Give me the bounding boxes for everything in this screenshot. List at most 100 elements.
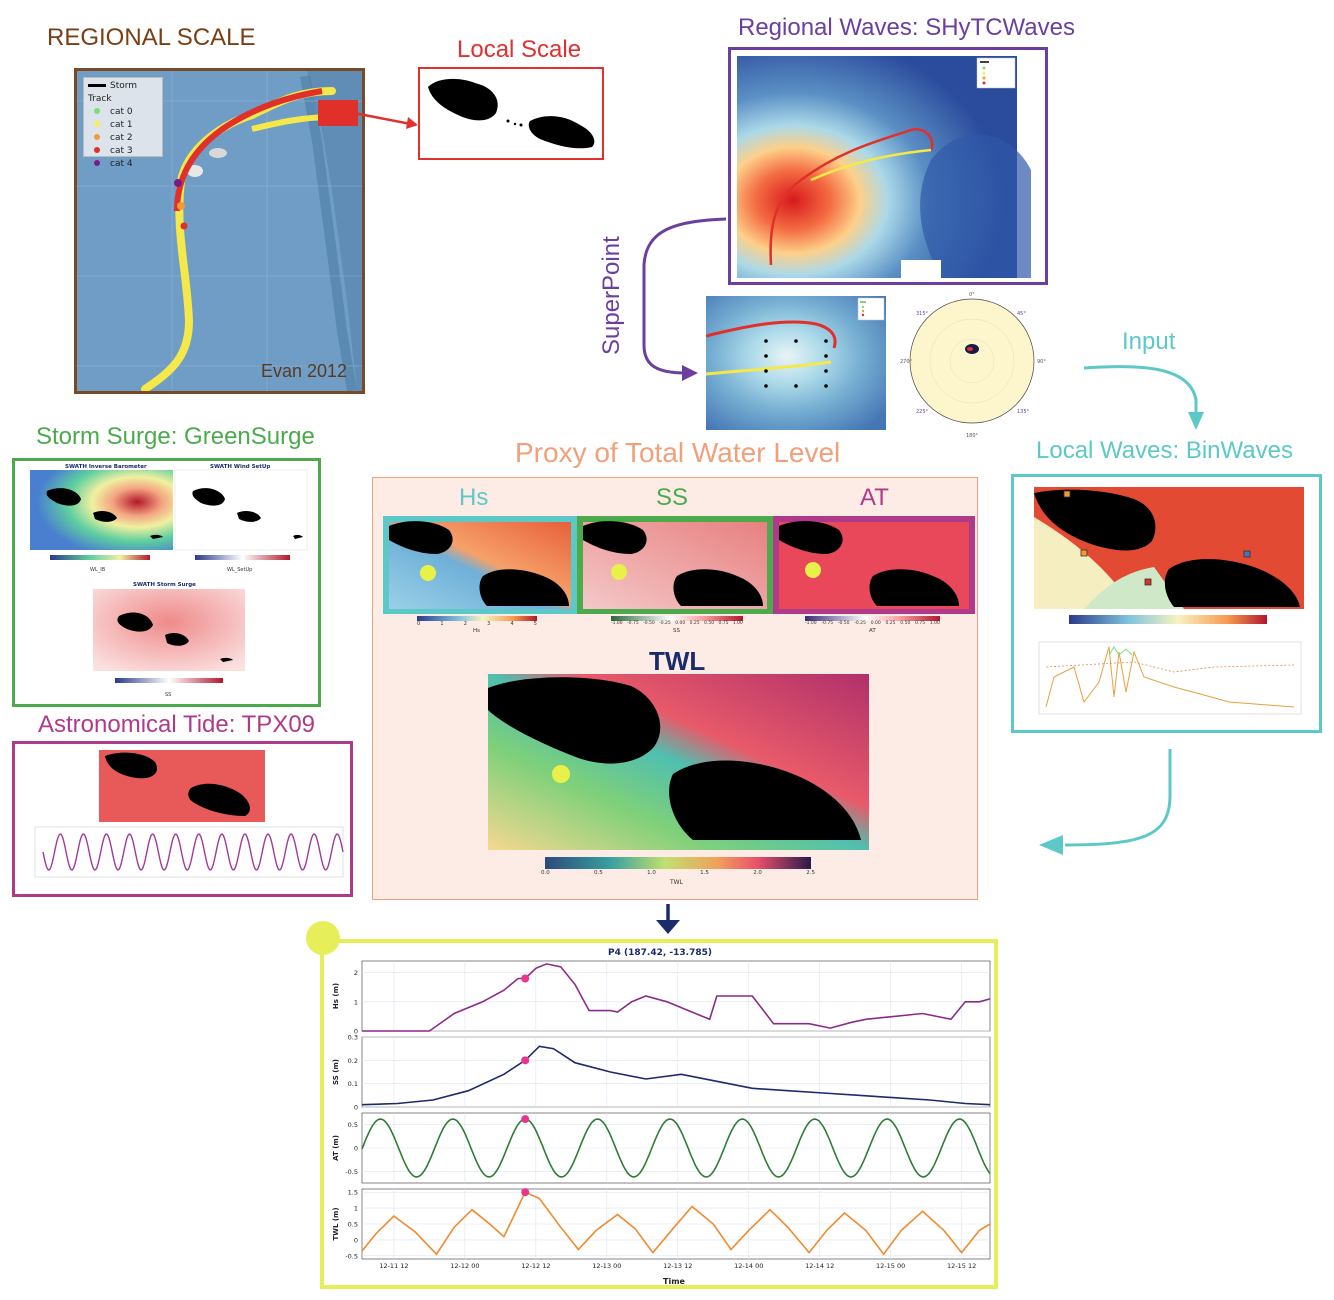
subplot-frame — [361, 1036, 991, 1108]
timeseries-point-marker — [306, 921, 340, 955]
legend-item-cat0: cat 0 — [88, 106, 158, 119]
ib-title: SWATH Inverse Barometer — [65, 464, 147, 470]
y-tick-label: -0.5 — [345, 1168, 358, 1176]
setup-xlabel: WL_SetUp — [227, 567, 252, 573]
local-domain-box — [318, 100, 358, 126]
regional-scale-title: REGIONAL SCALE — [47, 24, 256, 51]
local-scale-panel — [418, 67, 604, 160]
series-line — [361, 1118, 991, 1178]
arrow-input — [1083, 365, 1204, 430]
polar-label-0: 0° — [969, 292, 975, 298]
astronomical-tide-panel — [12, 741, 353, 897]
legend-item-cat1: cat 1 — [88, 119, 158, 132]
x-tick-label: 12-14 00 — [734, 1262, 763, 1270]
surge-title: SWATH Storm Surge — [133, 582, 196, 588]
proxy-twl-title: Proxy of Total Water Level — [515, 437, 841, 468]
y-tick-label: 0 — [354, 1028, 358, 1036]
storm-surge-title: Storm Surge: GreenSurge — [36, 423, 315, 450]
ocean-trench — [307, 71, 362, 391]
storm-surge-maps: SWATH Inverse Barometer WL_IB SWATH Wind… — [30, 464, 308, 698]
polar-label-135: 135° — [1017, 409, 1030, 415]
y-tick-label: 0.3 — [348, 1034, 358, 1042]
y-tick-label: 1.5 — [348, 1189, 358, 1197]
legend-item-storm-track: Storm Track — [88, 81, 138, 104]
x-tick-label: 12-15 12 — [947, 1262, 976, 1270]
legend-item-cat4: cat 4 — [88, 158, 158, 171]
ss-colorbar-label: SS — [673, 628, 680, 634]
y-tick-label: 0.5 — [348, 1121, 358, 1129]
peak-marker — [521, 974, 530, 983]
x-tick-label: 12-12 00 — [450, 1262, 479, 1270]
regional-waves-track — [769, 128, 934, 266]
polar-spectrum: 0° 45° 90° 135° 180° 225° 270° 315° — [900, 292, 1046, 439]
tide-series — [42, 833, 344, 871]
hs-label: Hs — [459, 484, 489, 511]
arrow-twl-to-timeseries — [656, 904, 680, 934]
y-tick-label: -0.5 — [345, 1252, 358, 1260]
timeseries-title: P4 (187.42, -13.785) — [608, 948, 712, 958]
proxy-maps — [383, 516, 975, 869]
astronomical-tide-maps — [34, 750, 344, 878]
local-waves-panel — [1011, 474, 1322, 733]
island — [187, 165, 203, 177]
island — [209, 148, 227, 158]
twl-label: TWL — [649, 646, 706, 676]
y-axis-label: AT (m) — [332, 1135, 340, 1161]
ib-xlabel: WL_IB — [90, 567, 106, 573]
y-tick-label: 1 — [354, 1205, 358, 1213]
peak-marker — [521, 1115, 530, 1124]
hs-colorbar-label: Hs — [473, 628, 481, 634]
peak-marker — [521, 1056, 530, 1065]
y-tick-label: 2 — [354, 969, 358, 977]
x-tick-label: 12-13 12 — [663, 1262, 692, 1270]
surge-xlabel: SS — [165, 692, 171, 698]
ss-label: SS — [656, 484, 689, 511]
x-tick-label: 12-13 00 — [592, 1262, 621, 1270]
map-credit: Evan 2012 — [261, 361, 348, 381]
y-tick-label: 0.1 — [348, 1080, 358, 1088]
regional-waves-title: Regional Waves: SHyTCWaves — [738, 14, 1075, 41]
local-scale-title: Local Scale — [457, 36, 582, 63]
storm-surge-panel: SWATH Inverse Barometer WL_IB SWATH Wind… — [12, 458, 321, 707]
regional-map-panel: Storm Track cat 0 cat 1 cat 2 cat 3 cat … — [74, 68, 365, 394]
polar-label-45: 45° — [1017, 311, 1026, 317]
x-tick-label: 12-11 12 — [379, 1262, 408, 1270]
y-tick-label: 0 — [354, 1236, 358, 1244]
local-waves-map — [1034, 487, 1304, 715]
x-tick-label: 12-12 12 — [521, 1262, 550, 1270]
y-tick-label: 0 — [354, 1104, 358, 1112]
superpoint-map-panel — [706, 296, 886, 430]
regional-waves-map — [737, 56, 1031, 278]
setup-title: SWATH Wind SetUp — [210, 464, 270, 470]
astronomical-tide-title: Astronomical Tide: TPX09 — [38, 711, 316, 738]
x-tick-label: 12-14 12 — [805, 1262, 834, 1270]
legend-item-cat3: cat 3 — [88, 145, 158, 158]
series-line — [361, 1045, 991, 1106]
twl-colorbar-label: TWL — [670, 879, 683, 886]
series-line — [362, 963, 991, 1032]
arrow-regional-to-local — [353, 111, 418, 129]
local-waves-title: Local Waves: BinWaves — [1036, 437, 1293, 464]
superpoint-label: SuperPoint — [598, 236, 625, 355]
series-line — [361, 1191, 991, 1256]
y-axis-label: SS (m) — [332, 1059, 340, 1085]
legend-item-cat2: cat 2 — [88, 132, 158, 145]
y-tick-label: 0.5 — [348, 1221, 358, 1229]
proxy-twl-panel: Hs SS AT TWL — [372, 477, 978, 900]
superpoint-map — [706, 296, 886, 430]
at-label: AT — [860, 484, 889, 511]
y-tick-label: 0.2 — [348, 1057, 358, 1065]
y-axis-label: TWL (m) — [332, 1207, 340, 1240]
arrow-localwaves-to-twl — [1039, 749, 1172, 855]
polar-label-315: 315° — [916, 311, 929, 317]
timeseries-xlabel: Time — [663, 1277, 686, 1285]
polar-label-225: 225° — [916, 409, 929, 415]
arrow-superpoint — [642, 217, 727, 381]
regional-waves-panel — [728, 47, 1048, 285]
